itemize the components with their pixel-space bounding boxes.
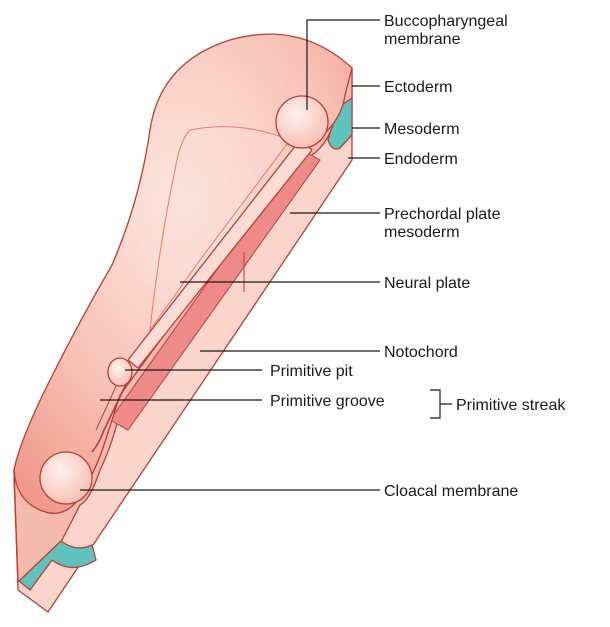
label-ectoderm: Ectoderm <box>384 79 452 96</box>
label-buccopharyngeal-2: membrane <box>384 31 461 48</box>
buccopharyngeal-membrane <box>276 96 328 148</box>
primitive-streak-bracket <box>430 390 446 418</box>
label-mesoderm: Mesoderm <box>384 121 460 138</box>
cloacal-membrane <box>40 452 92 504</box>
label-prechordal-2: mesoderm <box>384 224 460 241</box>
primitive-pit <box>108 358 132 386</box>
label-primitive-streak: Primitive streak <box>456 397 566 414</box>
label-endoderm: Endoderm <box>384 151 458 168</box>
label-primitive-groove: Primitive groove <box>270 393 385 410</box>
label-neural-plate: Neural plate <box>384 275 470 292</box>
label-cloacal-membrane: Cloacal membrane <box>384 483 518 500</box>
label-buccopharyngeal-1: Buccopharyngeal <box>384 13 508 30</box>
label-notochord: Notochord <box>384 344 458 361</box>
label-primitive-pit: Primitive pit <box>270 363 353 380</box>
label-prechordal-1: Prechordal plate <box>384 206 501 223</box>
